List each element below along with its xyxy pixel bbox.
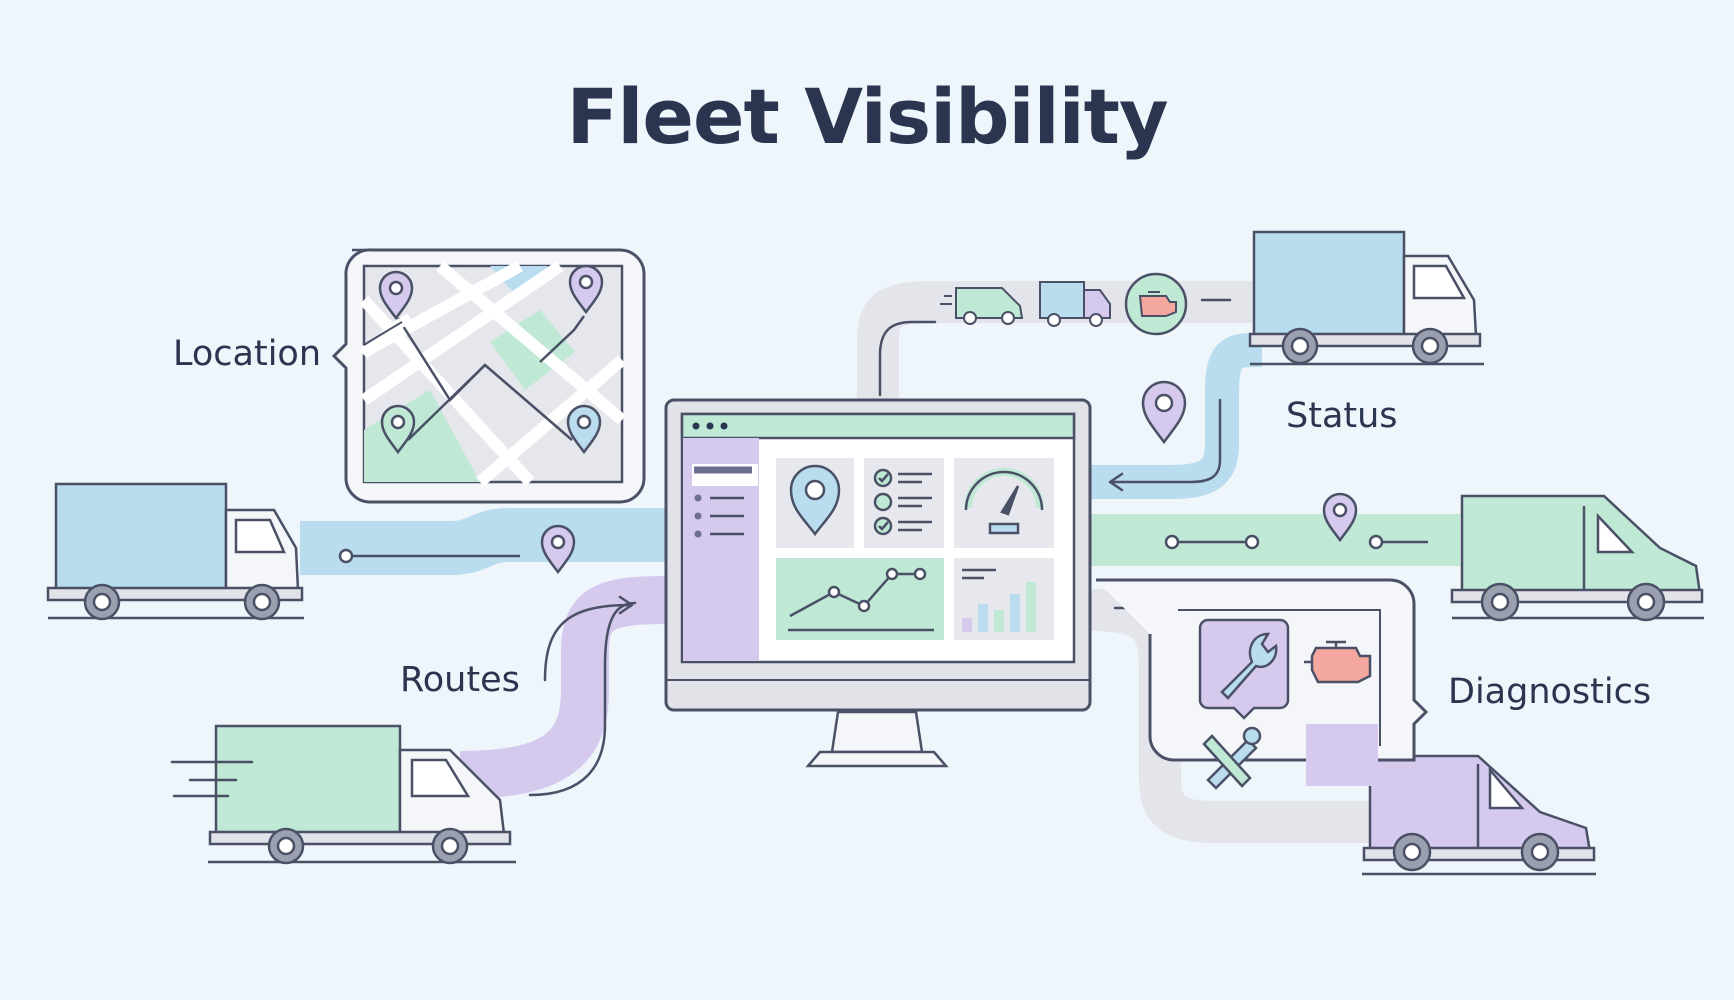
van-icon [1450, 494, 1704, 622]
road-markers [338, 534, 1428, 564]
dashboard-icon [683, 438, 759, 661]
road-routes [459, 576, 669, 799]
label-status: Status [1286, 396, 1398, 436]
truck-icon [1039, 281, 1111, 327]
road-status-top [857, 280, 1260, 400]
location-pin-icon [380, 404, 416, 454]
page-title: Fleet Visibility [566, 72, 1168, 161]
location-pin-icon [1141, 380, 1187, 445]
bar-chart-icon [954, 558, 1054, 640]
speedometer-icon [954, 458, 1054, 548]
map-icon [331, 248, 646, 504]
line-chart-icon [776, 558, 944, 640]
van-icon [1362, 754, 1596, 876]
arrow-status-icon [1108, 398, 1222, 492]
checklist-icon [864, 458, 944, 548]
location-pin-icon [540, 524, 576, 574]
location-pin-icon [1322, 492, 1358, 542]
label-diagnostics: Diagnostics [1448, 672, 1652, 712]
truck-icon [46, 482, 304, 621]
road-location [300, 508, 668, 575]
road-status-blue [1090, 333, 1262, 499]
label-routes: Routes [400, 660, 520, 700]
truck-icon [1248, 230, 1484, 366]
location-pin-icon [378, 270, 414, 320]
location-pin-icon [568, 264, 604, 314]
van-icon [940, 287, 1024, 325]
wrench-icon [1198, 618, 1290, 720]
location-pin-icon [566, 404, 602, 454]
arrow-routes-icon [543, 595, 634, 682]
label-location: Location [173, 334, 322, 374]
tools-icon [1202, 726, 1262, 790]
map-pins [378, 264, 604, 454]
truck-icon [208, 724, 516, 865]
engine-icon [1124, 272, 1188, 336]
location-pin-icon [776, 458, 854, 548]
engine-icon [1304, 640, 1372, 684]
arrows [543, 398, 1222, 682]
speed-lines-icon [170, 760, 254, 798]
